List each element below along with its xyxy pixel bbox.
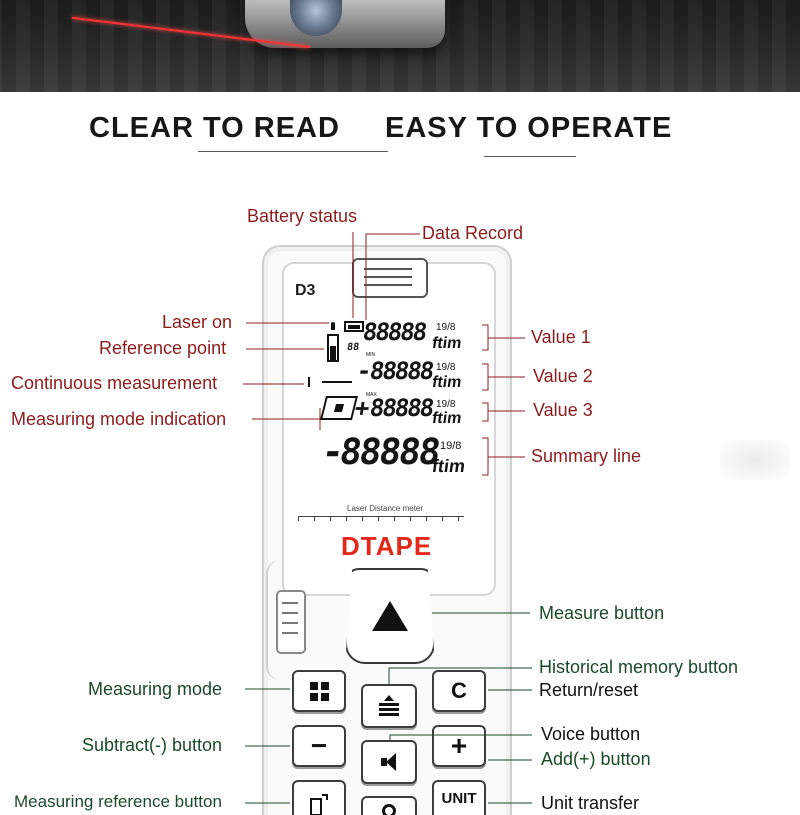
lcd-unit-3: ftim [430, 410, 463, 427]
lcd-fraction-3: 19/8 [436, 399, 456, 410]
ruler-line [298, 516, 464, 517]
label-data-record: Data Record [422, 223, 524, 243]
grid-icon [309, 681, 329, 701]
lanyard-clip [352, 258, 428, 298]
model-label: D3 [295, 282, 316, 299]
unit-button-label: UNIT [441, 789, 477, 807]
label-value-2: Value 2 [533, 366, 593, 386]
lcd-summary-unit: ftim [430, 456, 467, 476]
ruler-tick [410, 516, 411, 521]
voice-button[interactable] [361, 740, 417, 784]
clear-button-label: C [451, 678, 467, 703]
laser-on-icon [331, 322, 335, 330]
subtract-button[interactable]: − [292, 725, 346, 767]
lcd-min-caption: MIN [366, 352, 376, 358]
label-reference-point: Reference point [99, 338, 227, 358]
lcd-unit-2: ftim [430, 374, 463, 391]
lcd-value-2: 88888 [368, 357, 435, 385]
headline-underline-right [484, 156, 576, 157]
background-glare [720, 440, 790, 480]
lcd-mini-digits: 88 [346, 342, 360, 353]
ruler-tick [362, 516, 363, 521]
side-grip [276, 590, 306, 654]
label-subtract-button: Subtract(-) button [82, 735, 223, 755]
add-button[interactable]: + [432, 725, 486, 767]
reference-point-icon [327, 334, 339, 362]
lcd-unit-1: ftim [430, 335, 463, 352]
label-measuring-mode-indication: Measuring mode indication [11, 409, 227, 429]
hero-photo [0, 0, 800, 92]
lcd-value-1: 88888 [361, 318, 428, 346]
measure-triangle-icon [372, 601, 408, 631]
device-side-curve [266, 560, 284, 680]
lcd-summary-value: 88888 [337, 432, 442, 473]
power-button[interactable] [361, 796, 417, 815]
label-add-button: Add(+) button [541, 749, 651, 769]
lcd-fraction-1: 19/8 [436, 322, 456, 333]
ruler-tick [442, 516, 443, 521]
ruler-tick [298, 516, 299, 521]
power-icon [382, 804, 396, 815]
mode-indicator-icon [320, 396, 358, 420]
measuring-reference-button[interactable] [292, 780, 346, 815]
label-voice-button: Voice button [541, 724, 641, 744]
label-historical-memory-button: Historical memory button [539, 657, 739, 677]
clear-button[interactable]: C [432, 670, 486, 712]
subtract-button-label: − [310, 730, 328, 761]
headline-left: CLEAR TO READ [89, 112, 340, 144]
label-continuous-measurement: Continuous measurement [11, 373, 218, 393]
memory-upload-icon [379, 695, 399, 717]
continuous-measure-icon [322, 381, 352, 383]
reference-device-icon [310, 794, 328, 815]
hero-device-image [245, 0, 445, 48]
label-value-3: Value 3 [533, 400, 593, 420]
headline-right: EASY TO OPERATE [385, 112, 673, 144]
label-summary-line: Summary line [531, 446, 642, 466]
label-measuring-mode: Measuring mode [88, 679, 223, 699]
headline-underline-left [198, 151, 388, 152]
lcd-max-caption: MAX [366, 392, 377, 398]
ruler-tick [394, 516, 395, 521]
brand-logo: DTAPE [341, 531, 433, 561]
historical-memory-button[interactable] [361, 684, 417, 728]
ruler-tick [378, 516, 379, 521]
label-laser-on: Laser on [162, 312, 233, 332]
label-measuring-reference-button: Measuring reference button [14, 792, 222, 811]
measuring-mode-button[interactable] [292, 670, 346, 712]
ruler-tick [314, 516, 315, 521]
add-button-label: + [450, 730, 468, 761]
speaker-icon [379, 752, 399, 772]
label-return-reset: Return/reset [539, 680, 639, 700]
ruler-caption: Laser Distance meter [347, 504, 424, 513]
ruler-tick [426, 516, 427, 521]
label-battery-status: Battery status [247, 206, 358, 226]
label-value-1: Value 1 [531, 327, 591, 347]
ruler-tick [330, 516, 331, 521]
unit-button[interactable]: UNIT [432, 780, 486, 815]
continuous-measure-tick [308, 377, 310, 387]
lcd-value-3: 88888 [368, 394, 435, 422]
label-measure-button: Measure button [539, 603, 665, 623]
lcd-summary-fraction: 19/8 [440, 440, 462, 452]
lcd-fraction-2: 19/8 [436, 362, 456, 373]
battery-icon [344, 321, 364, 332]
ruler-tick [458, 516, 459, 521]
ruler-tick [346, 516, 347, 521]
label-unit-transfer: Unit transfer [541, 793, 640, 813]
